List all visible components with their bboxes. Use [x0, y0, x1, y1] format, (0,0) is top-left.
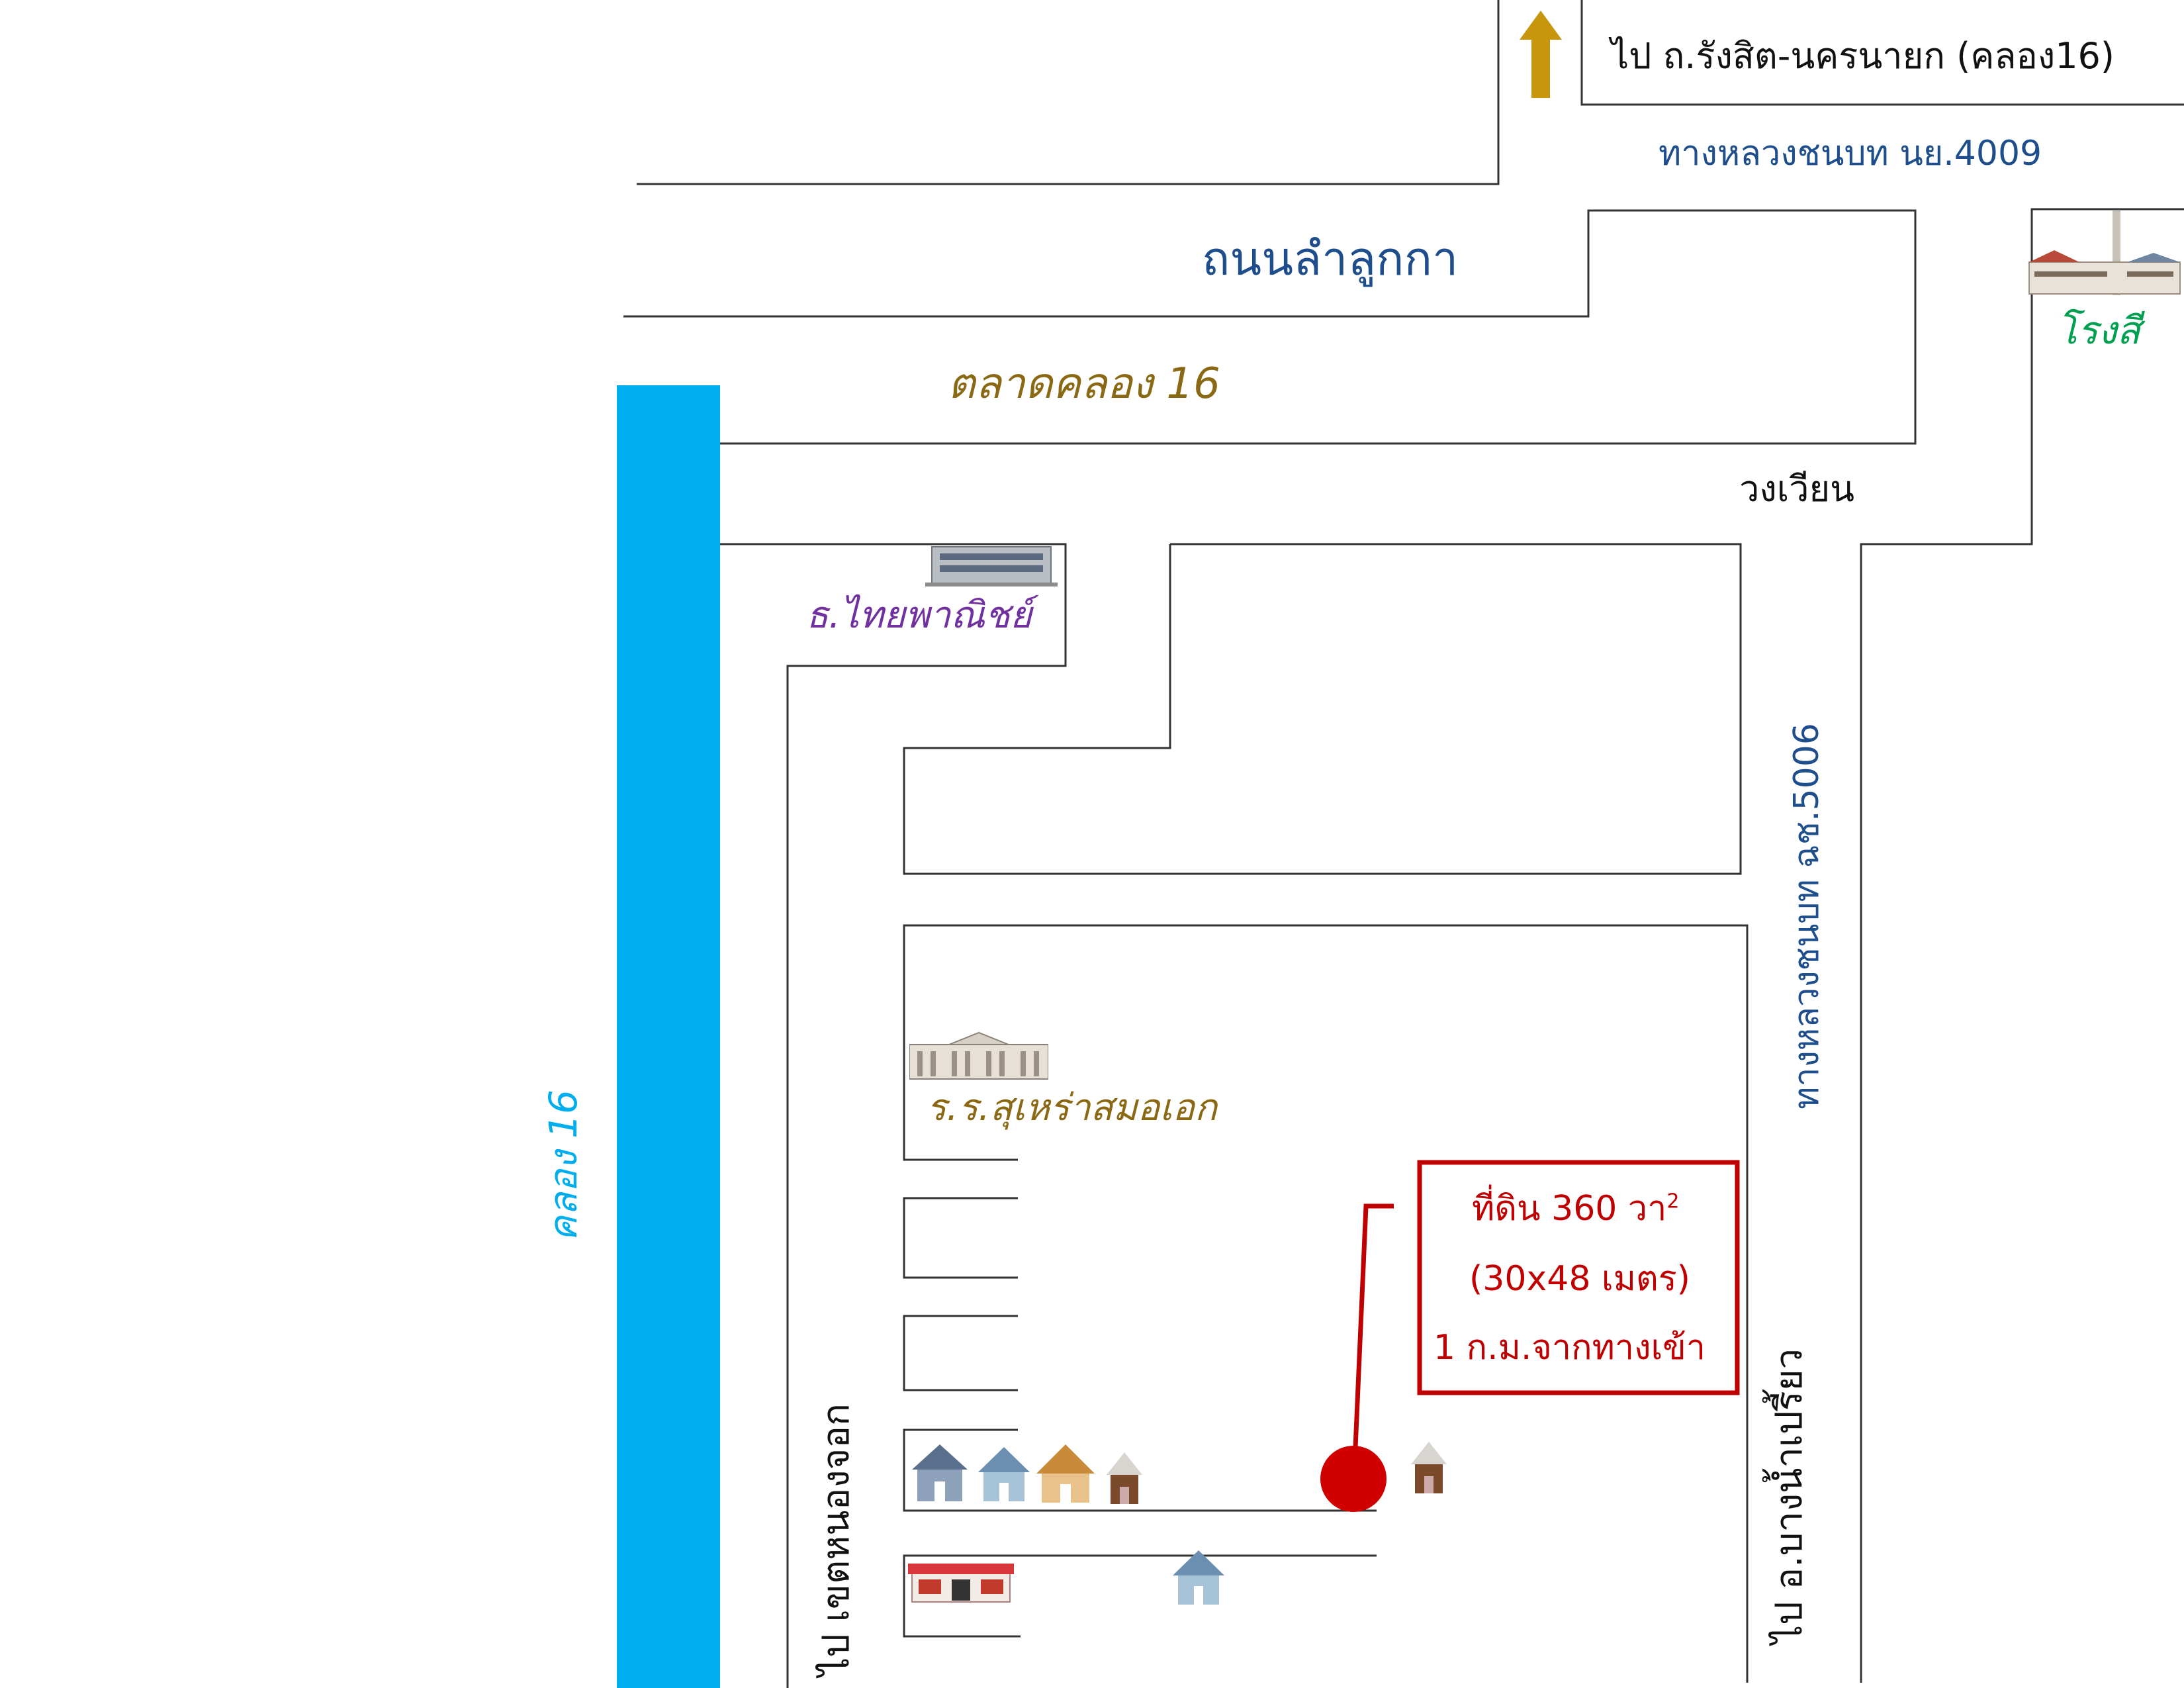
road-edge: [637, 0, 1500, 185]
label-lam-luk-ka-road: ถนนลำลูกกา: [1202, 232, 1459, 286]
house-icon: [1411, 1442, 1447, 1493]
land-dimensions-text: (30x48 เมตร): [1469, 1259, 1690, 1299]
label-canal-khlong16: คลอง 16: [541, 1090, 586, 1242]
house-icon: [978, 1447, 1030, 1501]
road-edge: [623, 209, 1917, 445]
house-icon: [1036, 1444, 1095, 1503]
land-info-box: [1417, 1160, 1740, 1395]
road-edge: [903, 1315, 1018, 1391]
location-pin-icon: [1320, 1446, 1387, 1512]
label-to-bang-nam-priao: ไป อ.บางน้ำเปรี้ยว: [1768, 1348, 1811, 1644]
label-factory: โรงสี: [2057, 308, 2141, 353]
house-icon: [912, 1444, 968, 1501]
land-distance-text: 1 ก.ม.จากทางเข้า: [1433, 1328, 1706, 1368]
road-edge: [720, 543, 1067, 1688]
house-icon: [1107, 1452, 1142, 1504]
bank-building-icon: [925, 546, 1058, 586]
label-to-nong-chok: ไป เขตหนองจอก: [815, 1403, 858, 1676]
land-area-value: ที่ดิน 360 วา: [1472, 1189, 1667, 1229]
school-building-icon: [909, 1031, 1048, 1080]
road-edge: [903, 924, 1749, 1683]
label-school: ร.ร.สุเหร่าสมอเอก: [927, 1086, 1217, 1129]
label-scb-bank: ธ.ไทยพาณิชย์: [806, 594, 1032, 637]
road-edge: [903, 543, 1742, 875]
road-edge: [903, 1197, 1018, 1279]
label-roundabout: วงเวียน: [1739, 468, 1855, 510]
canal-khlong16: [617, 385, 720, 1688]
road-edge: [1860, 208, 2184, 1683]
shop-icon: [908, 1564, 1014, 1603]
road-edge: [903, 1429, 1377, 1512]
label-rural-road-cs5006: ทางหลวงชนบท ฉช.5006: [1787, 723, 1827, 1109]
land-area-text: ที่ดิน 360 วา2: [1472, 1192, 1679, 1226]
label-rural-road-nyk4009: ทางหลวงชนบท นย.4009: [1659, 134, 2042, 173]
label-to-rangsit: ไป ถ.รังสิต-นครนายก (คลอง16): [1611, 35, 2115, 77]
land-area-unit-superscript: 2: [1666, 1190, 1680, 1213]
land-pointer-line: [1351, 1203, 1394, 1478]
road-edge: [903, 1554, 1377, 1638]
factory-icon: [2028, 211, 2181, 295]
house-icon: [1173, 1550, 1224, 1605]
label-khlong16-market: ตลาดคลอง 16: [948, 359, 1220, 408]
road-edge: [1580, 0, 2184, 106]
up-arrow-icon: [1520, 11, 1562, 98]
